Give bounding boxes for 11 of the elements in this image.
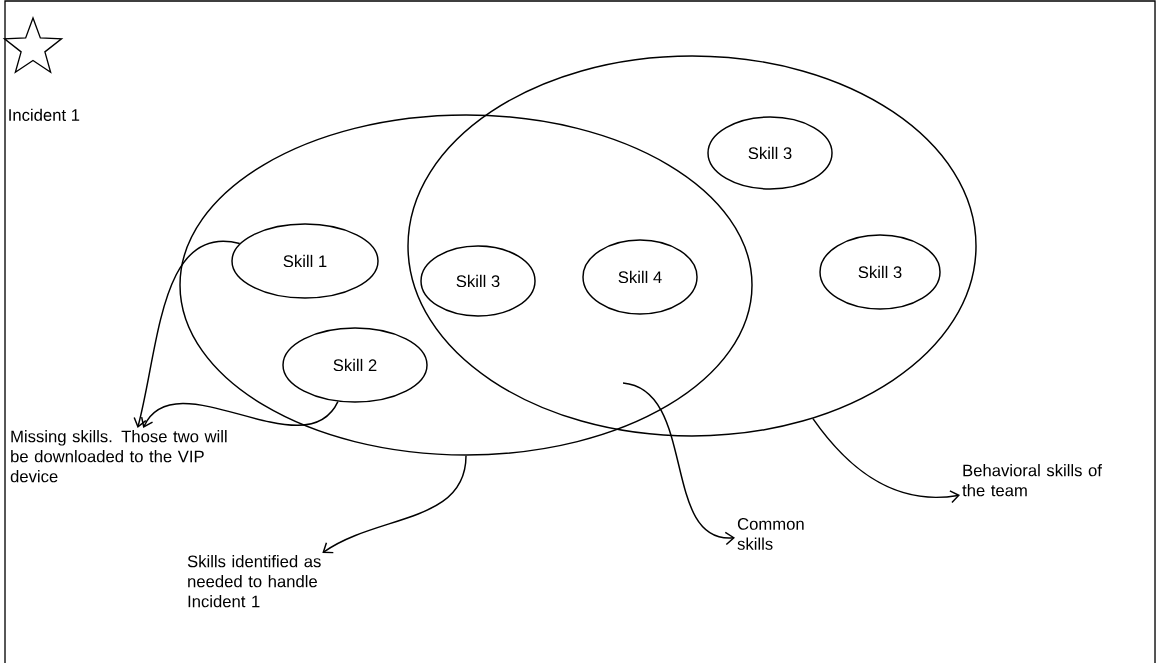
curved-arrow <box>812 417 960 504</box>
callout-text: Behavioral skills of the team <box>962 464 1102 497</box>
curved-arrow <box>133 240 241 428</box>
callout-text: Common skills <box>737 518 804 550</box>
set-ellipse <box>407 55 977 437</box>
callout-text: Missing skills. Those two will be downloaded to the VIP device <box>10 430 227 483</box>
curved-arrow <box>140 400 339 428</box>
callout-text: Skills identified as needed to handle Incident 1 <box>187 555 321 608</box>
curved-arrow <box>322 455 467 554</box>
caption: Incident 1 <box>9 108 80 121</box>
curved-arrow <box>622 382 735 546</box>
